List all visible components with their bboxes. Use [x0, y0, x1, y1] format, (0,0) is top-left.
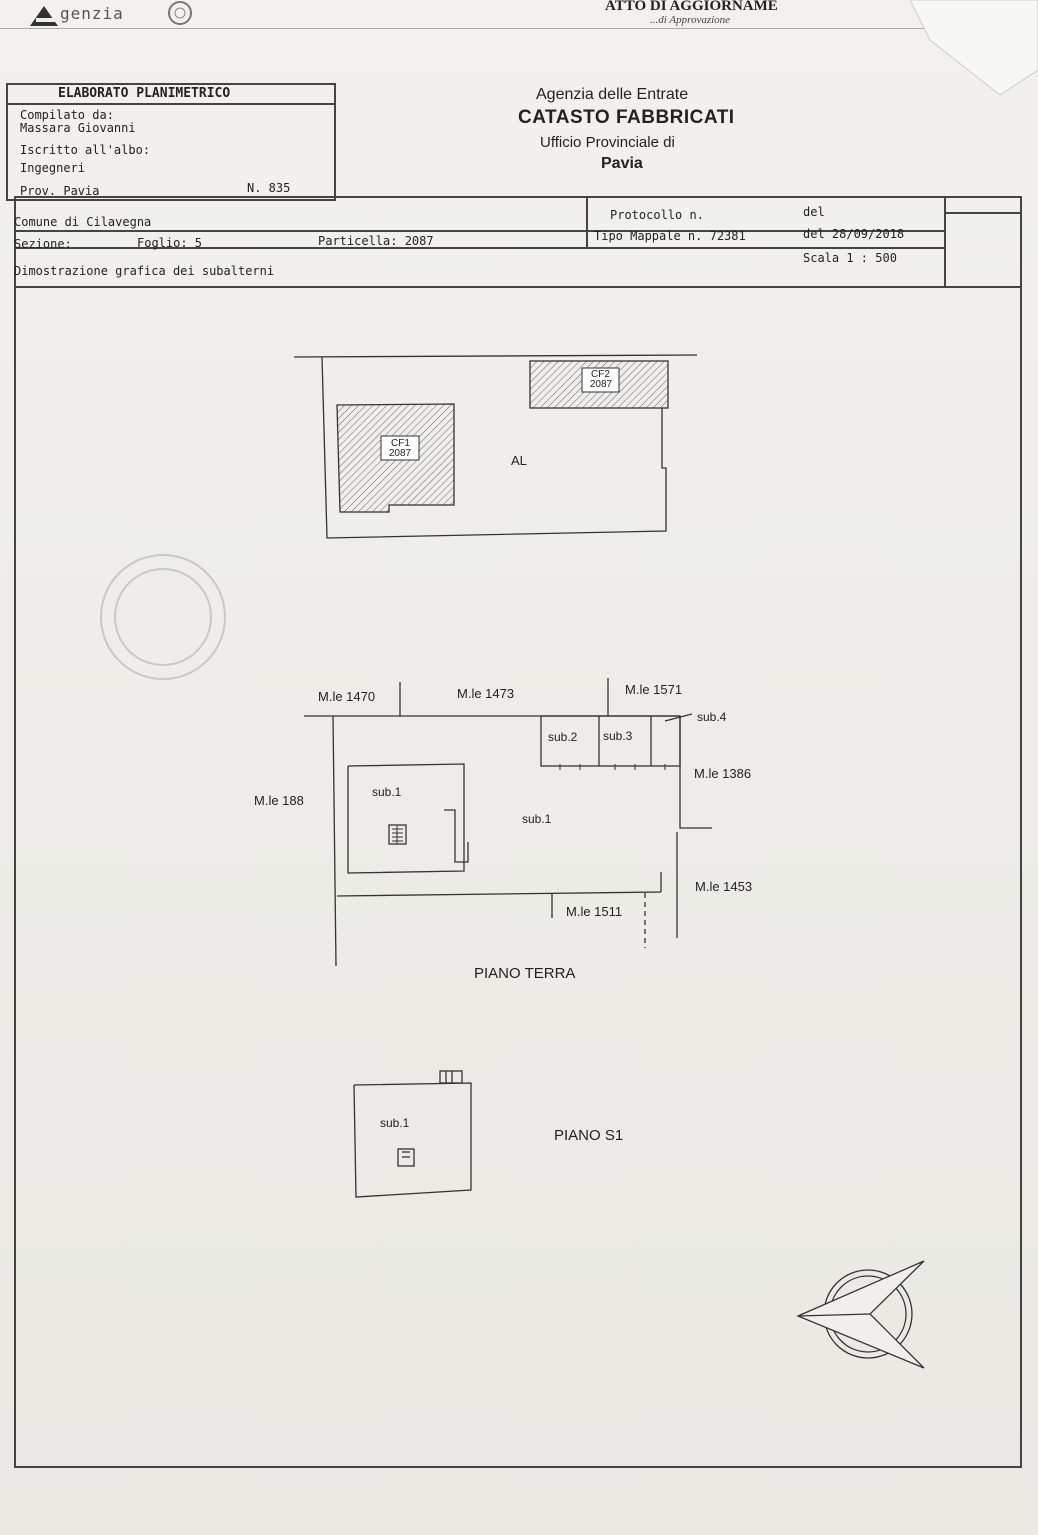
plan-ticks — [559, 764, 666, 770]
compilato-label: Compilato da: — [20, 108, 114, 122]
mappale-1473-label: M.le 1473 — [457, 686, 515, 701]
sub4-label: sub.4 — [697, 710, 727, 724]
sub1-inner-label: sub.1 — [372, 785, 402, 799]
info-right-cut — [944, 212, 1022, 214]
info-row-divider-3 — [14, 247, 944, 249]
faint-stamp — [100, 554, 226, 680]
stair-hatch — [392, 826, 403, 844]
mappale-1571-label: M.le 1571 — [625, 682, 683, 697]
al-label: AL — [511, 453, 527, 468]
header-left-divider — [6, 103, 336, 105]
tipo-mappale-date: del 28/09/2018 — [803, 227, 905, 241]
seal-icon — [160, 0, 200, 30]
mappale-1453-label: M.le 1453 — [695, 879, 753, 894]
mappale-1470-label: M.le 1470 — [318, 689, 376, 704]
ufficio-city: Pavia — [601, 155, 643, 172]
mappale-188-label: M.le 188 — [254, 793, 304, 808]
cf2-label-box — [581, 367, 620, 393]
ufficio-label: Ufficio Provinciale di — [540, 134, 675, 151]
agency-logo — [28, 4, 68, 32]
comune-value: Comune di Cilavegna — [14, 215, 152, 229]
agency-logo-icon — [30, 6, 64, 26]
cf2-number: 2087 — [589, 379, 613, 390]
info-row-divider-2 — [14, 286, 1022, 288]
info-right-divider — [944, 196, 946, 288]
agency-logo-text: genzia — [60, 4, 124, 23]
protocollo-label: Protocollo n. — [610, 208, 704, 222]
piano-terra-title: PIANO TERRA — [474, 965, 576, 982]
s1-sub1-label: sub.1 — [380, 1116, 410, 1130]
prov-value: Prov. Pavia — [20, 184, 100, 198]
albo-number: N. 835 — [247, 181, 291, 195]
del-label-1: del — [803, 205, 825, 219]
foglio-value: Foglio: 5 — [137, 236, 203, 250]
piano-s1-title: PIANO S1 — [554, 1127, 624, 1144]
plan-frame — [14, 196, 1022, 1468]
catasto-title: CATASTO FABBRICATI — [518, 107, 735, 128]
mappale-1511-label: M.le 1511 — [566, 904, 623, 919]
sub2-label: sub.2 — [548, 730, 578, 744]
top-rule — [0, 28, 1038, 29]
agency-name: Agenzia delle Entrate — [536, 86, 689, 103]
particella-plan — [293, 354, 698, 539]
atto-heading: ATTO DI AGGIORNAME — [605, 0, 778, 14]
header-left-box — [6, 83, 336, 201]
piano-terra-plan — [304, 678, 712, 967]
compilato-name: Massara Giovanni — [20, 121, 136, 135]
info-col-divider — [586, 198, 588, 248]
cf2-label: CF2 — [591, 369, 610, 380]
albo-value: Ingegneri — [20, 161, 86, 175]
mappale-1386-label: M.le 1386 — [694, 766, 752, 781]
sub1-outer-label: sub.1 — [522, 812, 552, 826]
sub3-label: sub.3 — [603, 729, 633, 743]
north-arrow-icon — [796, 1260, 925, 1369]
iscritto-label: Iscritto all'albo: — [20, 143, 151, 157]
cf1-label: CF1 — [391, 438, 410, 449]
scale-value: Scala 1 : 500 — [803, 251, 897, 265]
particella-value: Particella: 2087 — [318, 234, 434, 248]
cf1-number: 2087 — [388, 448, 412, 459]
stair-icon-2 — [397, 1148, 415, 1167]
atto-subheading: ...di Approvazione — [650, 14, 731, 26]
cf1-label-box — [380, 435, 420, 461]
piano-s1-plan — [353, 1070, 472, 1198]
paper-corner — [890, 0, 1038, 99]
dimostrazione-label: Dimostrazione grafica dei subalterni — [14, 264, 275, 278]
tipo-mappale-value: Tipo Mappale n. 72381 — [594, 229, 746, 243]
elaborato-title: ELABORATO PLANIMETRICO — [58, 86, 231, 101]
info-row-divider-1 — [14, 230, 944, 232]
sezione-label: Sezione: — [14, 237, 72, 251]
